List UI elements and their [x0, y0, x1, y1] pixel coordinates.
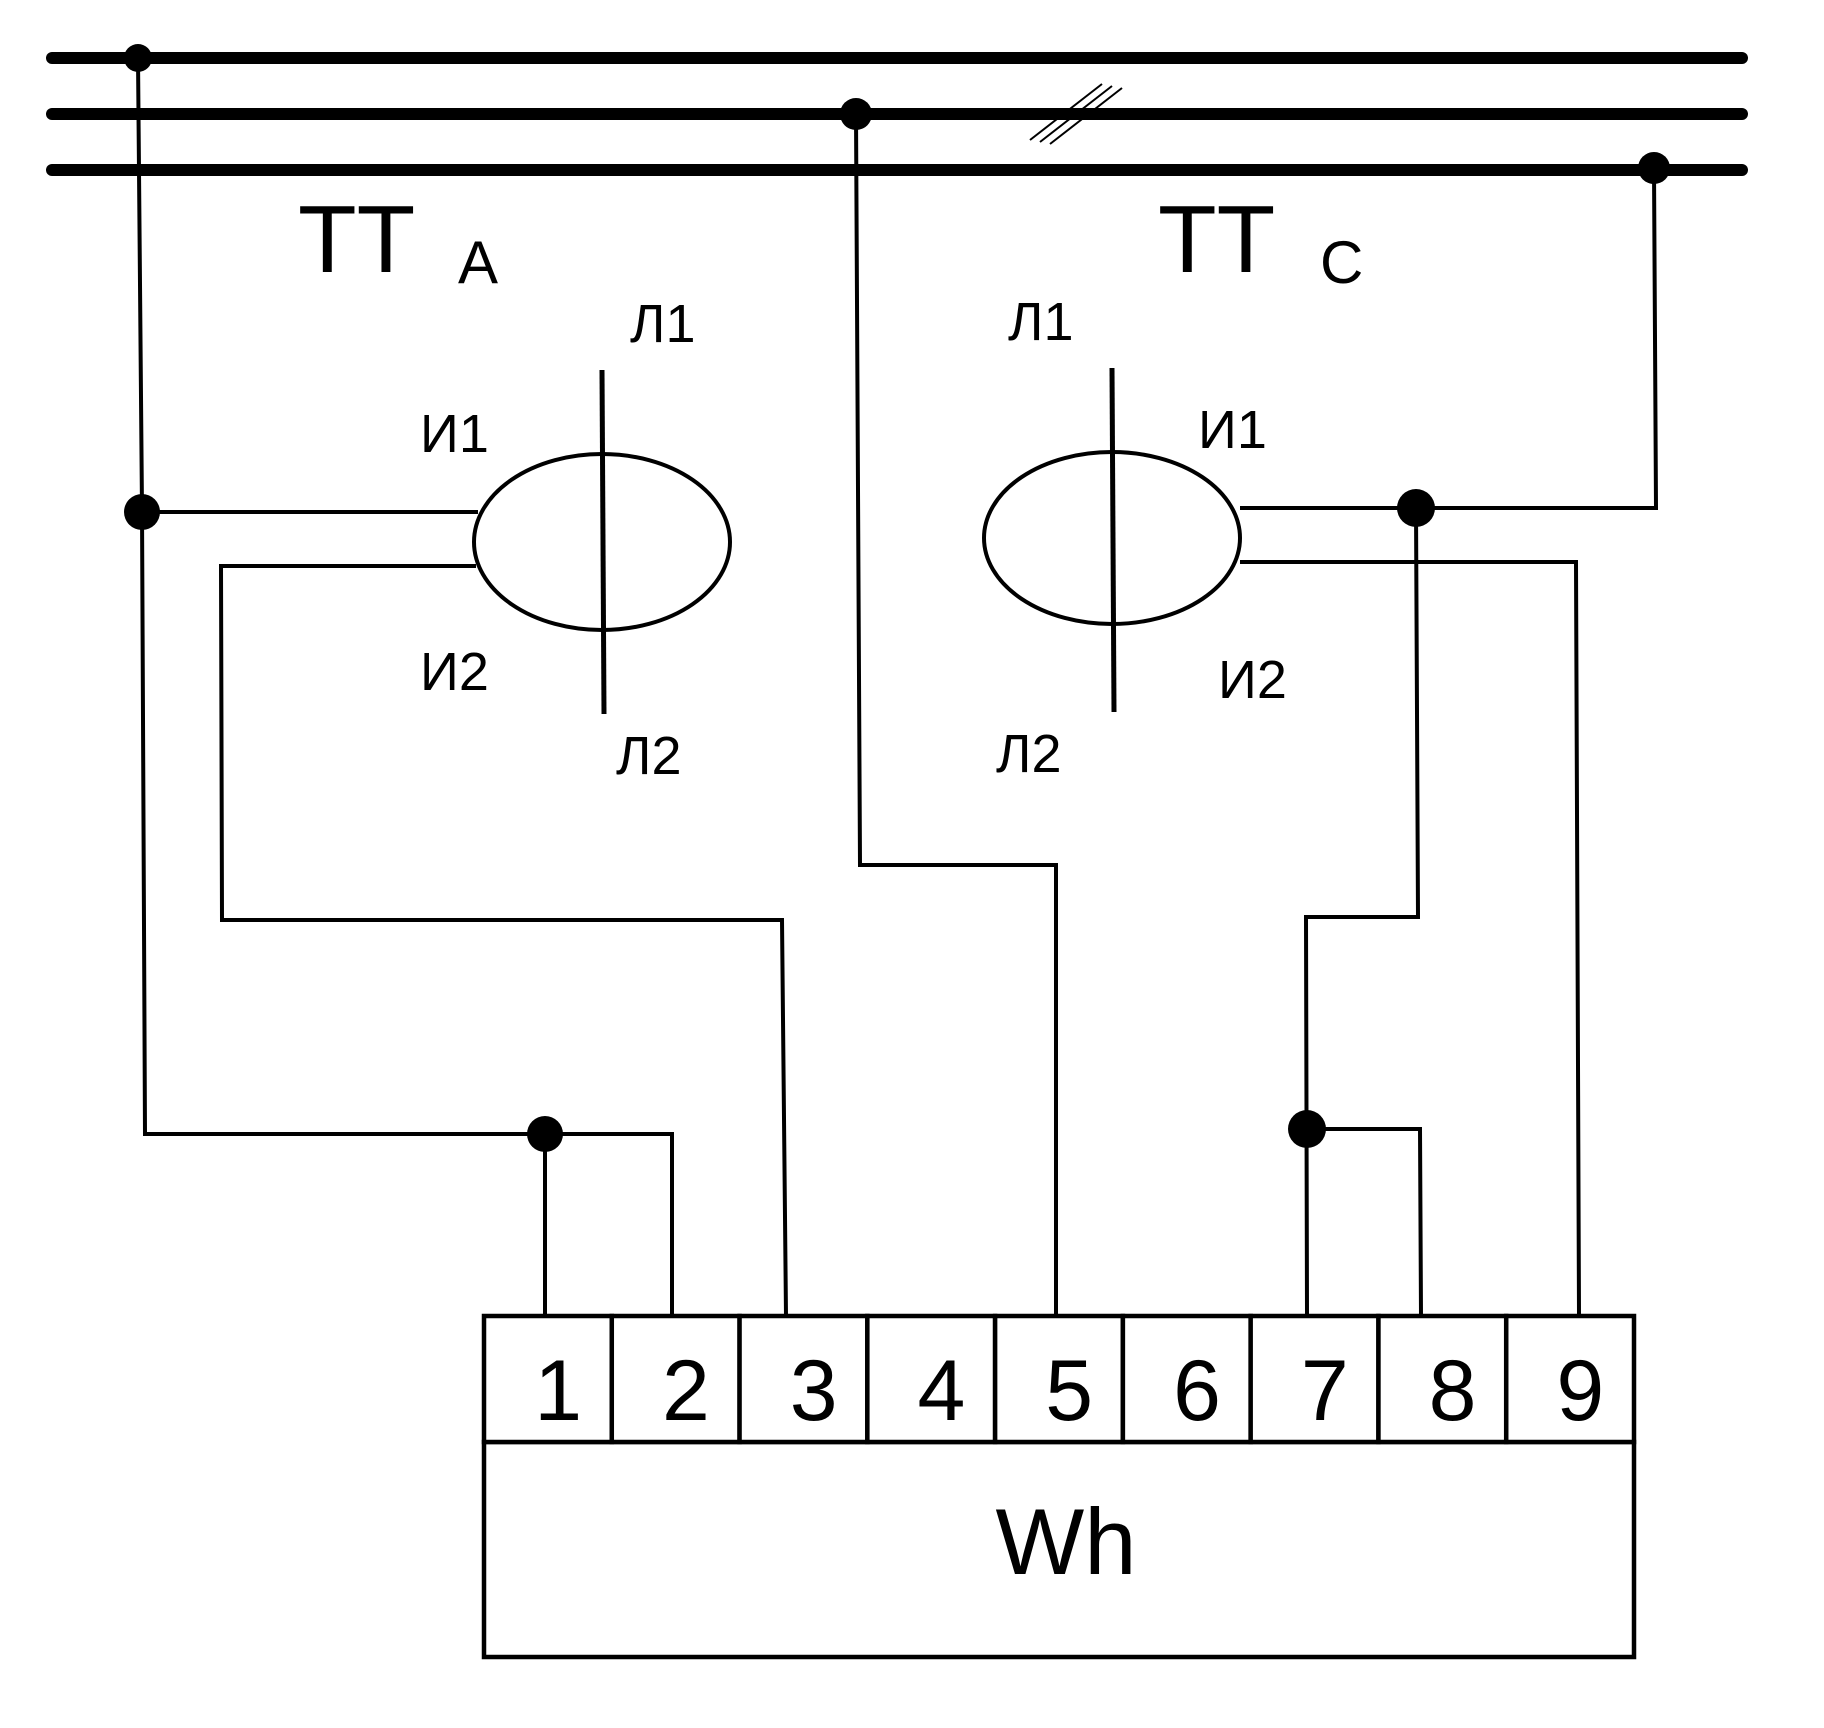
terminal-number: 3 [790, 1343, 838, 1439]
ct-c-label-i1: И1 [1198, 400, 1267, 460]
break-hatch [1029, 83, 1123, 145]
wire-to-pin-2 [545, 1132, 674, 1316]
wire-ct-c-i2 [1240, 560, 1581, 1317]
ct-c-label-l2: Л2 [996, 724, 1061, 784]
ct-a-title-subscript: A [458, 229, 498, 296]
wire-phase-a-tap [136, 57, 545, 1136]
junction-dot [124, 44, 152, 72]
terminal-number: 5 [1045, 1343, 1093, 1439]
current-transformer-c [982, 367, 1242, 713]
wire-ct-a-i2 [218, 564, 788, 1317]
wire-phase-b-tap [854, 113, 1058, 1316]
ct-c-title: ТТ [1158, 186, 1275, 293]
meter-label: Wh [996, 1489, 1137, 1594]
junction-dot [124, 494, 160, 530]
terminal-cell [1120, 1313, 1253, 1445]
terminal-cell [992, 1313, 1126, 1445]
terminal-number: 9 [1556, 1343, 1604, 1439]
ct-c-label-l1: Л1 [1008, 292, 1073, 352]
ct-c-label-i2: И2 [1218, 650, 1287, 710]
junction-dot [1288, 1110, 1326, 1148]
ct-a-label-i2: И2 [420, 642, 489, 702]
terminal-number: 1 [534, 1343, 582, 1439]
wire-to-pin-8 [1307, 1127, 1423, 1317]
terminal-number: 4 [918, 1343, 966, 1439]
ct-c-labels: ТТ C Л1 Л2 И1 И2 [996, 186, 1363, 784]
terminal-cell [1503, 1313, 1637, 1445]
terminal-number: 6 [1173, 1343, 1221, 1439]
ct-a-labels: ТТ A Л1 Л2 И1 И2 [298, 186, 695, 786]
ct-a-label-i1: И1 [420, 404, 489, 464]
terminal-number: 8 [1429, 1343, 1477, 1439]
ct-a-label-l2: Л2 [616, 726, 681, 786]
terminal-cell [737, 1313, 870, 1445]
terminal-cell [865, 1313, 998, 1445]
ct-c-title-subscript: C [1320, 229, 1363, 296]
ct-a-primary [599, 369, 607, 715]
terminal-number: 2 [662, 1343, 710, 1439]
junction-dot [1638, 152, 1670, 184]
ct-a-label-l1: Л1 [630, 294, 695, 354]
busbars [46, 52, 1748, 176]
terminal-cell [481, 1313, 615, 1445]
current-transformer-a [472, 369, 732, 715]
junction-dot [840, 98, 872, 130]
junction-dot [1397, 489, 1435, 527]
terminal-cell [609, 1313, 742, 1445]
ct-c-primary [1109, 367, 1117, 713]
junctions [124, 44, 1670, 1152]
wire-ct-c-i1-down [1303, 507, 1421, 1317]
junction-dot [527, 1116, 563, 1152]
ct-a-title: ТТ [298, 186, 415, 293]
wire-phase-c-tap [1240, 169, 1659, 510]
terminal-number: 7 [1301, 1343, 1349, 1439]
